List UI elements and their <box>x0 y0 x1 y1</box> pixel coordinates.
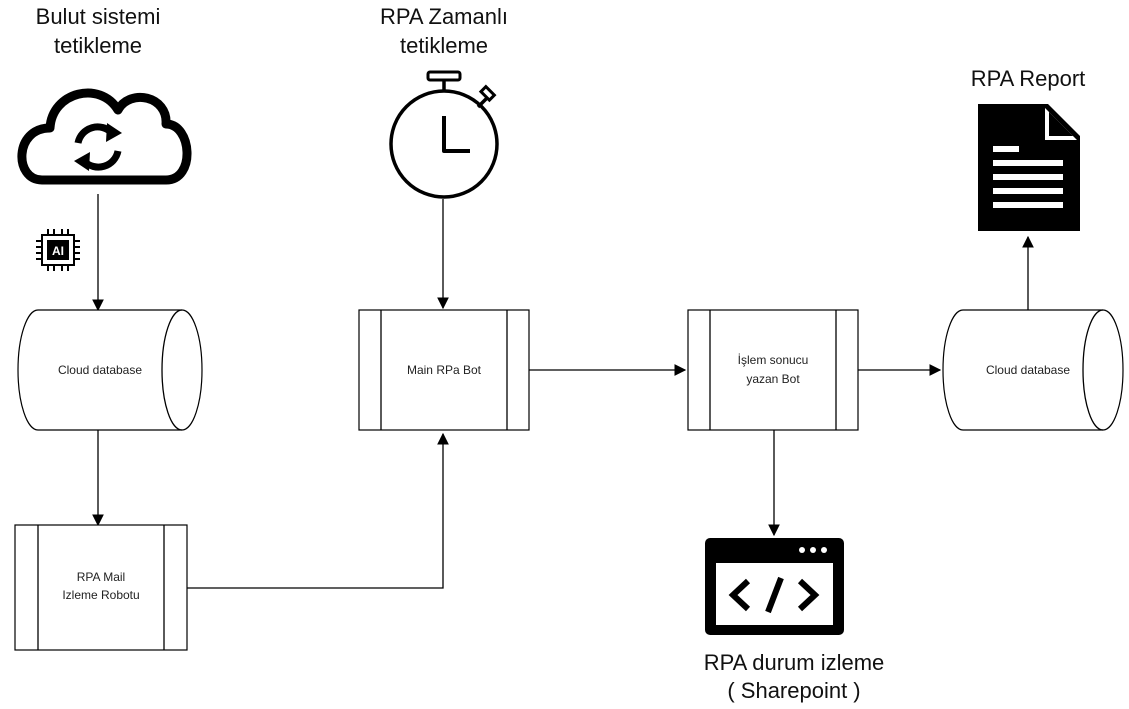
cloud-database-right: Cloud database <box>942 309 1124 431</box>
result-bot-label-line1: İşlem sonucu <box>738 353 809 367</box>
code-window-icon <box>705 538 844 635</box>
ai-chip-icon: AI <box>36 229 80 271</box>
main-bot-label: Main RPa Bot <box>407 363 482 377</box>
db-right-label: Cloud database <box>986 363 1070 377</box>
mail-robot-label-line2: Izleme Robotu <box>62 588 139 602</box>
monitor-label-line1: RPA durum izleme <box>704 650 885 675</box>
monitor-label-line2: ( Sharepoint ) <box>727 678 860 703</box>
cloud-database-left: Cloud database <box>17 309 203 431</box>
mail-robot-label-line1: RPA Mail <box>77 570 125 584</box>
document-icon <box>978 104 1080 231</box>
db-left-label: Cloud database <box>58 363 142 377</box>
timer-trigger-label-line1: RPA Zamanlı <box>380 4 508 29</box>
rpa-mail-robot-node: RPA Mail Izleme Robotu <box>14 524 188 651</box>
cloud-trigger-label-line2: tetikleme <box>54 33 142 58</box>
main-rpa-bot-node: Main RPa Bot <box>358 309 530 431</box>
result-bot-label-line2: yazan Bot <box>746 372 800 386</box>
report-label: RPA Report <box>971 66 1086 91</box>
cloud-sync-icon <box>17 88 192 185</box>
result-writer-bot-node: İşlem sonucu yazan Bot <box>687 309 859 431</box>
timer-trigger-label-line2: tetikleme <box>400 33 488 58</box>
stopwatch-icon <box>389 70 499 199</box>
ai-chip-text: AI <box>52 244 64 258</box>
arrow-mail-robot-to-main-bot <box>187 432 449 589</box>
cloud-trigger-label-line1: Bulut sistemi <box>36 4 161 29</box>
